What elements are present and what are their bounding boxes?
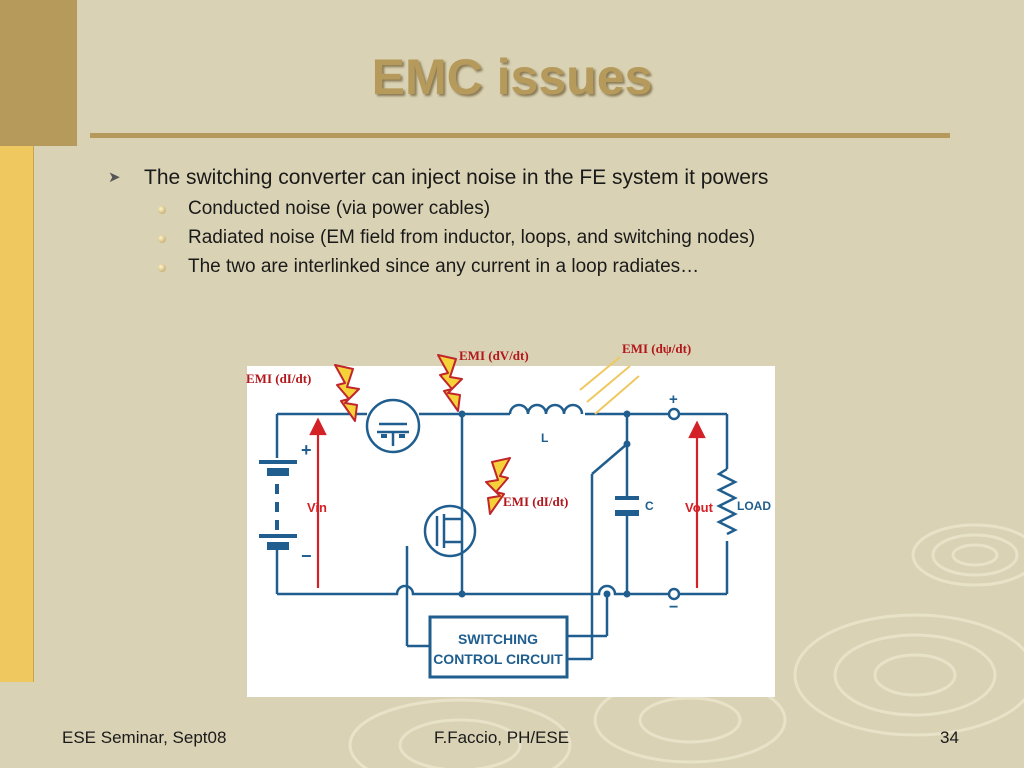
emi-label-di-dt-mid: EMI (dI/dt): [503, 494, 569, 509]
left-accent-bar: [0, 146, 34, 682]
buck-converter-diagram: + − Vin Vout LOAD L C + − SWITCHING CONT…: [247, 366, 775, 697]
load-label: LOAD: [737, 499, 771, 513]
control-label-line1: SWITCHING: [458, 631, 538, 647]
vout-label: Vout: [685, 500, 714, 515]
vout-plus: +: [669, 391, 678, 408]
radiation-rays-icon: [579, 356, 640, 415]
dot-bullet-icon: [158, 264, 166, 272]
inductor-label: L: [541, 431, 548, 445]
title-corner-block: [0, 0, 77, 146]
slide-title: EMC issues: [371, 49, 653, 105]
vin-label: Vin: [307, 500, 327, 515]
bullet-sub-text: The two are interlinked since any curren…: [188, 256, 700, 277]
emi-label-dpsi-dt: EMI (dψ/dt): [622, 341, 692, 356]
footer-center: F.Faccio, PH/ESE: [434, 728, 570, 747]
bullet-main: ➤ The switching converter can inject noi…: [108, 162, 948, 194]
lightning-bolt-icon: [485, 457, 511, 515]
control-label-line2: CONTROL CIRCUIT: [433, 651, 563, 667]
capacitor-label: C: [645, 499, 654, 513]
bullet-list: ➤ The switching converter can inject noi…: [108, 162, 948, 281]
vin-minus: −: [301, 546, 312, 566]
bullet-sub: The two are interlinked since any curren…: [108, 252, 948, 281]
bullet-main-text: The switching converter can inject noise…: [144, 166, 769, 189]
vout-minus: −: [669, 599, 678, 616]
dot-bullet-icon: [158, 206, 166, 214]
bullet-sub-text: Conducted noise (via power cables): [188, 198, 491, 219]
page-number: 34: [940, 728, 959, 747]
footer-left: ESE Seminar, Sept08: [62, 728, 227, 747]
lightning-bolt-icon: [334, 364, 360, 422]
dot-bullet-icon: [158, 235, 166, 243]
emi-label-di-dt-left: EMI (dI/dt): [246, 371, 312, 386]
lightning-bolt-icon: [437, 354, 463, 412]
bullet-sub-text: Radiated noise (EM field from inductor, …: [188, 227, 756, 248]
emi-label-dv-dt: EMI (dV/dt): [459, 348, 529, 363]
bullet-sub: Conducted noise (via power cables): [108, 194, 948, 223]
arrow-bullet-icon: ➤: [108, 169, 121, 186]
title-underline: [90, 133, 950, 138]
vin-plus: +: [301, 440, 312, 460]
bullet-sub: Radiated noise (EM field from inductor, …: [108, 223, 948, 252]
